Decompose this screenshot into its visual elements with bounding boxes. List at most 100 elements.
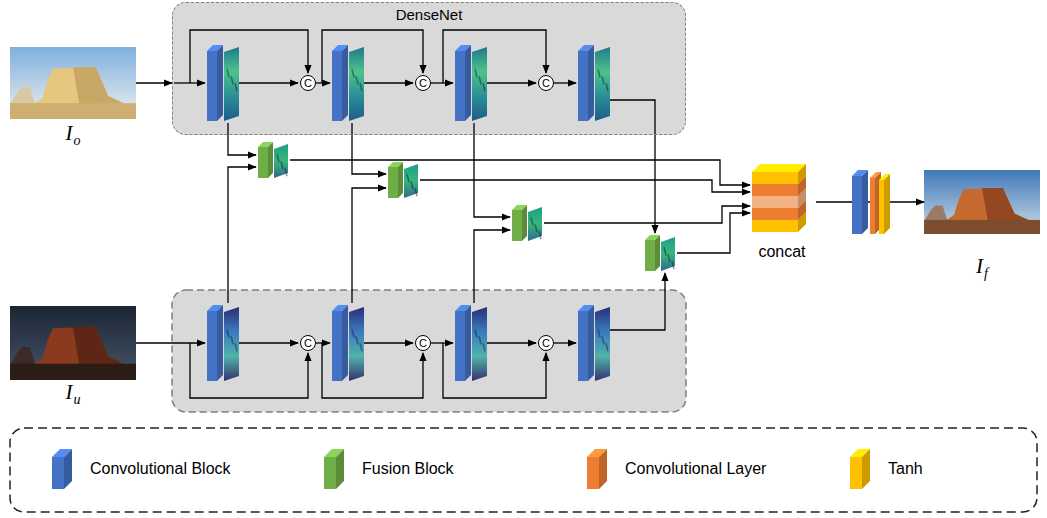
photo-mesa (33, 67, 124, 104)
fusion-block (645, 235, 660, 271)
convolutional-block (455, 305, 471, 381)
convolutional-block (332, 305, 348, 381)
block-side (862, 449, 870, 489)
legend-swatch (585, 447, 611, 491)
block-side (522, 205, 527, 241)
wire (364, 82, 413, 83)
feature-map-face (595, 307, 610, 381)
feature-texture (483, 343, 485, 351)
block-side (217, 45, 223, 121)
feature-texture (602, 76, 604, 84)
input-image: Io (10, 47, 136, 119)
label-holder: C (416, 76, 430, 90)
wire (136, 342, 205, 343)
wire (431, 82, 453, 83)
feature-texture (664, 247, 666, 255)
operator-symbol: C (419, 336, 427, 350)
feature-map-face (349, 47, 364, 121)
legend-frame (10, 428, 1037, 512)
feature-map (224, 47, 239, 121)
feature-map-face (224, 47, 239, 121)
label-holder: C (301, 76, 315, 90)
wire (487, 82, 536, 83)
legend-swatch (322, 447, 348, 491)
feature-texture (360, 343, 362, 351)
convolutional-block (207, 305, 223, 381)
wire (352, 123, 386, 174)
block-side (217, 305, 223, 381)
feature-texture (531, 217, 533, 225)
photo-mesa (945, 188, 1029, 221)
block-side (884, 174, 890, 234)
swatch-block (850, 449, 870, 489)
feature-texture (352, 329, 354, 337)
wire (431, 342, 453, 343)
image-symbol: I (66, 123, 73, 143)
block-front (512, 210, 522, 241)
wire (487, 342, 536, 343)
label-holder: C (539, 336, 553, 350)
swatch-block (324, 449, 344, 489)
swatch-block (587, 449, 607, 489)
wire (290, 160, 750, 185)
feature-map-face (661, 237, 675, 271)
feature-texture (483, 83, 485, 91)
block-front (752, 172, 798, 184)
photo-mesa (33, 327, 124, 365)
wire (316, 342, 330, 343)
wire (677, 213, 750, 253)
image-symbol: I (66, 382, 73, 402)
label-holder: C (301, 336, 315, 350)
network-panel: DenseNetCCC (172, 2, 686, 135)
label-holder: C (416, 336, 430, 350)
feature-texture (606, 83, 608, 91)
block-front (752, 184, 798, 196)
feature-map (472, 47, 487, 121)
concat-operator: C (538, 335, 554, 351)
feature-texture (415, 188, 417, 196)
block-top (752, 164, 806, 172)
block-front (207, 311, 217, 381)
block-front (752, 196, 798, 208)
block-front (332, 311, 342, 381)
label-holder: Iu (0, 382, 156, 405)
concat-slab (752, 164, 806, 184)
legend-item: Convolutional Layer (585, 447, 766, 491)
feature-texture (598, 329, 600, 337)
swatch-drawing (585, 447, 611, 491)
fused-image: If (924, 170, 1040, 234)
convolutional-block (578, 305, 594, 381)
label-holder: Io (0, 123, 156, 146)
operator-symbol: C (542, 336, 550, 350)
input-image: Iu (10, 306, 136, 380)
photo-sky (10, 306, 136, 380)
block-side (398, 162, 403, 198)
image-subscript: o (74, 131, 81, 151)
legend-swatch (50, 447, 76, 491)
legend-text: Tanh (888, 460, 923, 478)
feature-texture (598, 69, 600, 77)
feature-map (595, 47, 610, 121)
feature-texture (227, 329, 229, 337)
block-front (850, 457, 862, 489)
image-subscript: f (984, 264, 988, 284)
block-side (862, 170, 868, 234)
feature-texture (277, 154, 279, 162)
feature-texture (235, 83, 237, 91)
photo-mesa-shade (73, 67, 123, 104)
tanh-layer (879, 174, 890, 234)
block-side (336, 449, 344, 489)
feature-texture (352, 69, 354, 77)
block-front (52, 457, 64, 489)
label-holder: concat (728, 242, 836, 262)
feature-map (274, 144, 288, 178)
convolutional-block (455, 45, 471, 121)
block-front (578, 311, 588, 381)
block-label: concat (758, 242, 805, 262)
block-front (388, 167, 398, 198)
legend-text: Fusion Block (362, 460, 454, 478)
block-front (852, 176, 862, 234)
photo-sky (10, 47, 136, 119)
block-front (578, 51, 588, 121)
